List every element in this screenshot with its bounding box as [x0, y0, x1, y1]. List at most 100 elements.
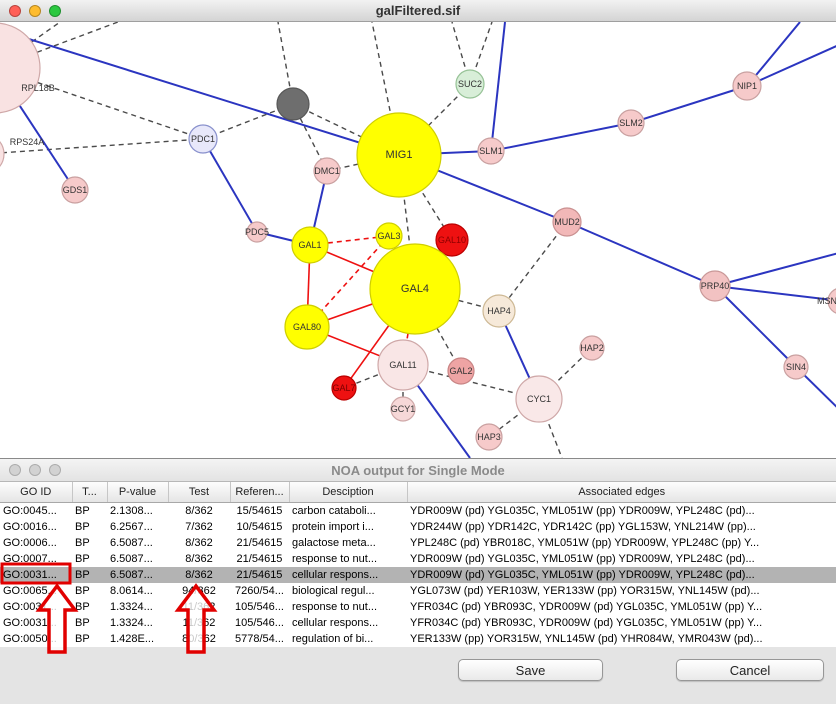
table-cell[interactable]: response to nut...: [292, 552, 377, 565]
table-cell[interactable]: 8.0614...: [110, 584, 153, 597]
column-header-2[interactable]: P-value: [107, 482, 169, 503]
network-node-unnamed-gray[interactable]: [276, 87, 310, 121]
table-cell[interactable]: GO:0007...: [3, 552, 57, 565]
table-cell[interactable]: 21/54615: [236, 536, 283, 549]
table-cell[interactable]: YDR009W (pd) YGL035C, YML051W (pp) YDR00…: [410, 504, 755, 517]
table-cell[interactable]: GO:0050...: [3, 632, 57, 645]
table-cell[interactable]: 10/54615: [236, 520, 283, 533]
network-node-gal80[interactable]: GAL80: [284, 304, 330, 350]
table-cell[interactable]: YDR009W (pd) YGL035C, YML051W (pp) YDR00…: [410, 552, 755, 565]
table-cell[interactable]: 11/362: [182, 600, 216, 613]
table-cell[interactable]: BP: [75, 504, 90, 517]
network-edge[interactable]: [566, 221, 716, 287]
table-cell[interactable]: 7/362: [185, 520, 213, 533]
network-node-gal2[interactable]: GAL2: [447, 357, 475, 385]
table-row[interactable]: GO:0031... BP 6.5087... 8/362 21/54615 cellul…: [0, 566, 836, 583]
network-node-mig1[interactable]: MIG1: [356, 112, 442, 198]
table-cell[interactable]: YPL248C (pd) YBR018C, YML051W (pp) YDR00…: [410, 536, 760, 549]
table-cell[interactable]: BP: [75, 616, 90, 629]
network-edge[interactable]: [630, 85, 748, 124]
table-cell[interactable]: 1.428E...: [110, 632, 155, 645]
column-header-0[interactable]: GO ID: [0, 482, 73, 503]
table-cell[interactable]: YER133W (pp) YOR315W, YNL145W (pd) YHR08…: [410, 632, 763, 645]
minimize-button[interactable]: [29, 464, 41, 476]
table-cell[interactable]: 8/362: [185, 552, 213, 565]
network-edge[interactable]: [0, 138, 204, 154]
network-node-mud2[interactable]: MUD2: [552, 207, 582, 237]
network-node-gal4[interactable]: GAL4: [369, 243, 461, 335]
table-cell[interactable]: 8/362: [185, 568, 213, 581]
table-cell[interactable]: 105/546...: [235, 600, 284, 613]
table-cell[interactable]: 94/362: [182, 584, 216, 597]
column-header-4[interactable]: Referen...: [230, 482, 290, 503]
network-node-sin4[interactable]: SIN4: [783, 354, 809, 380]
table-cell[interactable]: 8/362: [185, 504, 213, 517]
network-edge[interactable]: [714, 250, 836, 287]
network-edge[interactable]: [0, 29, 400, 156]
network-edge[interactable]: [292, 103, 400, 156]
close-button[interactable]: [9, 4, 21, 17]
network-edge[interactable]: [746, 40, 836, 87]
table-cell[interactable]: cellular respons...: [292, 568, 379, 581]
network-node-msn[interactable]: MSN: [817, 288, 836, 314]
table-cell[interactable]: 6.2567...: [110, 520, 153, 533]
table-cell[interactable]: cellular respons...: [292, 616, 379, 629]
table-cell[interactable]: 1.3324...: [110, 600, 153, 613]
network-node-cyc1[interactable]: CYC1: [515, 375, 563, 423]
zoom-button[interactable]: [49, 4, 61, 17]
network-edge[interactable]: [795, 366, 836, 420]
table-cell[interactable]: GO:0045...: [3, 504, 57, 517]
table-cell[interactable]: 21/54615: [236, 552, 283, 565]
table-cell[interactable]: 5778/54...: [235, 632, 284, 645]
network-node-hap2[interactable]: HAP2: [579, 335, 605, 361]
table-cell[interactable]: 2.1308...: [110, 504, 153, 517]
network-node-gal11[interactable]: GAL11: [377, 339, 429, 391]
network-node-pdc1[interactable]: PDC1: [188, 124, 218, 154]
table-cell[interactable]: carbon cataboli...: [292, 504, 376, 517]
table-cell[interactable]: BP: [75, 520, 90, 533]
network-node-hap3[interactable]: HAP3: [475, 423, 503, 451]
table-cell[interactable]: BP: [75, 632, 90, 645]
table-cell[interactable]: galactose meta...: [292, 536, 376, 549]
table-cell[interactable]: YDR009W (pd) YGL035C, YML051W (pp) YDR00…: [410, 568, 755, 581]
minimize-button[interactable]: [29, 4, 41, 17]
column-header-5[interactable]: Desciption: [289, 482, 408, 503]
table-cell[interactable]: BP: [75, 568, 90, 581]
network-edge[interactable]: [714, 285, 836, 302]
close-button[interactable]: [9, 464, 21, 476]
network-window-titlebar[interactable]: galFiltered.sif: [0, 0, 836, 22]
network-canvas[interactable]: RPL18BRPS24AGDS1PDC1DMC1MIG1SUC2SLM1SLM2…: [0, 22, 836, 458]
network-node-nip1[interactable]: NIP1: [732, 71, 762, 101]
network-edge[interactable]: [714, 285, 797, 368]
table-cell[interactable]: YFR034C (pd) YBR093C, YDR009W (pd) YGL03…: [410, 600, 763, 613]
table-cell[interactable]: BP: [75, 552, 90, 565]
table-cell[interactable]: 21/54615: [236, 568, 283, 581]
network-node-slm2[interactable]: SLM2: [617, 109, 645, 137]
network-node-dmc1[interactable]: DMC1: [313, 157, 341, 185]
save-button[interactable]: Save: [458, 659, 603, 681]
network-edge[interactable]: [202, 138, 258, 233]
table-cell[interactable]: GO:0065...: [3, 584, 57, 597]
table-cell[interactable]: YDR244W (pp) YDR142C, YDR142C (pp) YGL15…: [410, 520, 756, 533]
table-cell[interactable]: BP: [75, 600, 90, 613]
network-node-hap4[interactable]: HAP4: [482, 294, 516, 328]
network-edge[interactable]: [414, 288, 462, 372]
network-node-gal3[interactable]: GAL3: [375, 222, 403, 250]
network-node-slm1[interactable]: SLM1: [477, 137, 505, 165]
table-cell[interactable]: 8/362: [185, 536, 213, 549]
cancel-button[interactable]: Cancel: [676, 659, 824, 681]
network-node-rps24a[interactable]: RPS24A: [0, 134, 44, 174]
table-cell[interactable]: GO:0031...: [3, 568, 57, 581]
network-node-gds1[interactable]: GDS1: [61, 176, 89, 204]
table-cell[interactable]: 6.5087...: [110, 568, 153, 581]
network-node-prp40[interactable]: PRP40: [699, 270, 731, 302]
table-cell[interactable]: response to nut...: [292, 600, 377, 613]
table-cell[interactable]: 1.3324...: [110, 616, 153, 629]
